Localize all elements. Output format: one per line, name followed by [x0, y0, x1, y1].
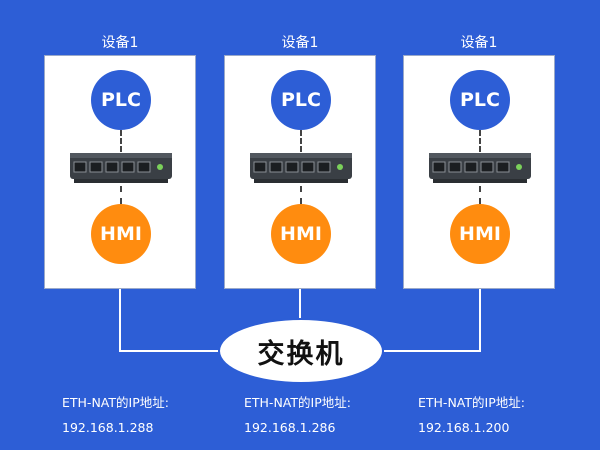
network-switch-icon: [70, 153, 172, 183]
hmi-node: HMI: [271, 204, 331, 264]
hmi-node: HMI: [91, 204, 151, 264]
device-box: PLC HMI: [403, 55, 555, 289]
ip-label: ETH-NAT的IP地址:: [244, 395, 351, 410]
ip-address: 192.168.1.286: [244, 420, 336, 435]
central-switch: 交换机: [218, 318, 384, 384]
device-box: PLC HMI: [224, 55, 376, 289]
dashed-link: [300, 130, 302, 152]
dashed-link: [120, 186, 122, 204]
ip-label: ETH-NAT的IP地址:: [418, 395, 525, 410]
dashed-link: [479, 186, 481, 204]
line-device-1: [119, 289, 218, 352]
ip-label: ETH-NAT的IP地址:: [62, 395, 169, 410]
ip-info: ETH-NAT的IP地址: 192.168.1.200: [418, 390, 525, 440]
plc-node: PLC: [91, 70, 151, 130]
ip-address: 192.168.1.200: [418, 420, 510, 435]
plc-node: PLC: [450, 70, 510, 130]
network-switch-icon: [429, 153, 531, 183]
dashed-link: [120, 130, 122, 152]
ip-info: ETH-NAT的IP地址: 192.168.1.288: [62, 390, 169, 440]
device-label: 设备1: [281, 35, 319, 51]
device-label: 设备1: [460, 35, 498, 51]
ip-info: ETH-NAT的IP地址: 192.168.1.286: [244, 390, 351, 440]
device-box: PLC HMI: [44, 55, 196, 289]
device-label: 设备1: [101, 35, 139, 51]
line-device-3: [384, 289, 481, 352]
dashed-link: [300, 186, 302, 204]
dashed-link: [479, 130, 481, 152]
ip-address: 192.168.1.288: [62, 420, 154, 435]
hmi-node: HMI: [450, 204, 510, 264]
plc-node: PLC: [271, 70, 331, 130]
network-switch-icon: [250, 153, 352, 183]
